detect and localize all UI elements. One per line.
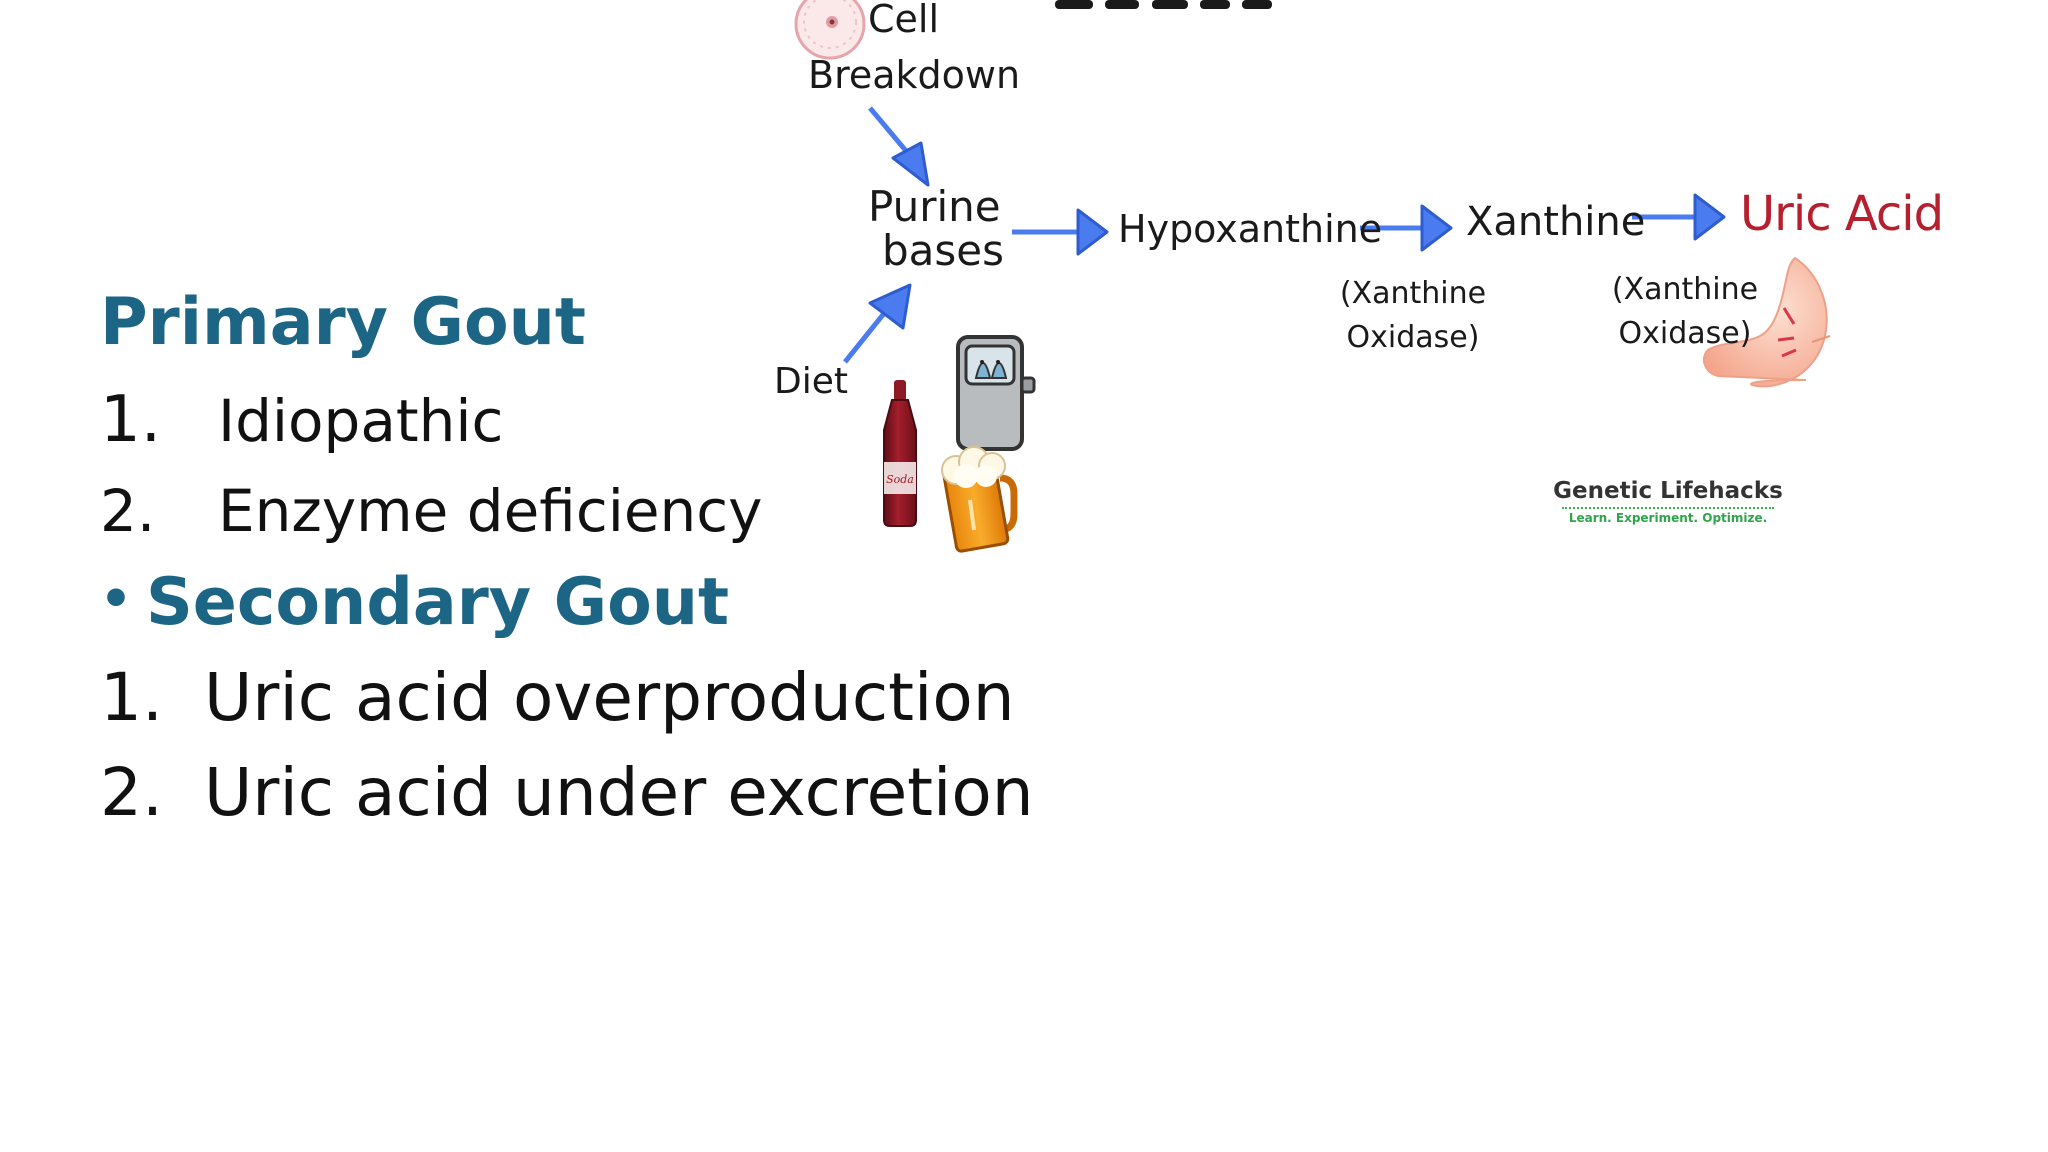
xanthine-label: Xanthine (1466, 199, 1646, 245)
primary-item-2: 2.Enzyme deficiency (100, 482, 763, 540)
beer-mug-icon (941, 446, 1018, 553)
bullet-marker: • (100, 570, 132, 628)
bases-label: bases (882, 226, 1005, 275)
primary-item-1: 1.Idiopathic (100, 388, 503, 452)
hypoxanthine-label: Hypoxanthine (1118, 207, 1383, 251)
secondary-gout-title: Secondary Gout (145, 565, 730, 640)
secondary-item-2-text: Uric acid under excretion (204, 754, 1034, 831)
secondary-item-1-text: Uric acid overproduction (204, 659, 1015, 736)
secondary-item-1-number: 1. (100, 659, 163, 736)
cell-icon (794, 0, 866, 60)
secondary-item-1: 1.Uric acid overproduction (100, 665, 1015, 731)
secondary-gout-heading: •Secondary Gout (100, 570, 729, 635)
enzyme-label-2: (Xanthine Oxidase) (1610, 268, 1760, 356)
secondary-item-2-number: 2. (100, 754, 163, 831)
enzyme-label-2-line2: Oxidase) (1618, 316, 1752, 351)
cell-label: Cell (868, 0, 940, 41)
enzyme-label-2-line1: (Xanthine (1611, 272, 1759, 307)
primary-item-2-number: 2. (100, 477, 156, 545)
enzyme-label-1-line1: (Xanthine (1339, 276, 1487, 311)
sardine-can-icon (956, 335, 1036, 451)
secondary-item-2: 2.Uric acid under excretion (100, 760, 1034, 826)
diet-label: Diet (774, 361, 848, 402)
uric-acid-label: Uric Acid (1740, 186, 1944, 242)
soda-bottle-icon: Soda (883, 380, 917, 527)
enzyme-label-1-line2: Oxidase) (1346, 320, 1480, 355)
genetic-lifehacks-logo: Genetic Lifehacks Learn. Experiment. Opt… (1548, 478, 1788, 525)
purine-label: Purine (868, 182, 1001, 231)
primary-item-2-text: Enzyme deficiency (218, 477, 763, 545)
primary-item-1-text: Idiopathic (218, 387, 504, 455)
inflamed-foot-icon (1702, 256, 1831, 388)
breakdown-label: Breakdown (808, 53, 1021, 97)
enzyme-label-1: (Xanthine Oxidase) (1338, 272, 1488, 360)
cut-off-title-fragment (1055, 0, 1272, 9)
logo-title: Genetic Lifehacks (1553, 478, 1783, 504)
primary-gout-heading: Primary Gout (100, 285, 586, 360)
logo-tagline: Learn. Experiment. Optimize. (1568, 511, 1768, 525)
primary-item-1-number: 1. (100, 383, 162, 457)
pathway-arrows (843, 106, 1726, 364)
soda-label: Soda (886, 473, 914, 486)
logo-dotted-rule (1562, 507, 1774, 509)
